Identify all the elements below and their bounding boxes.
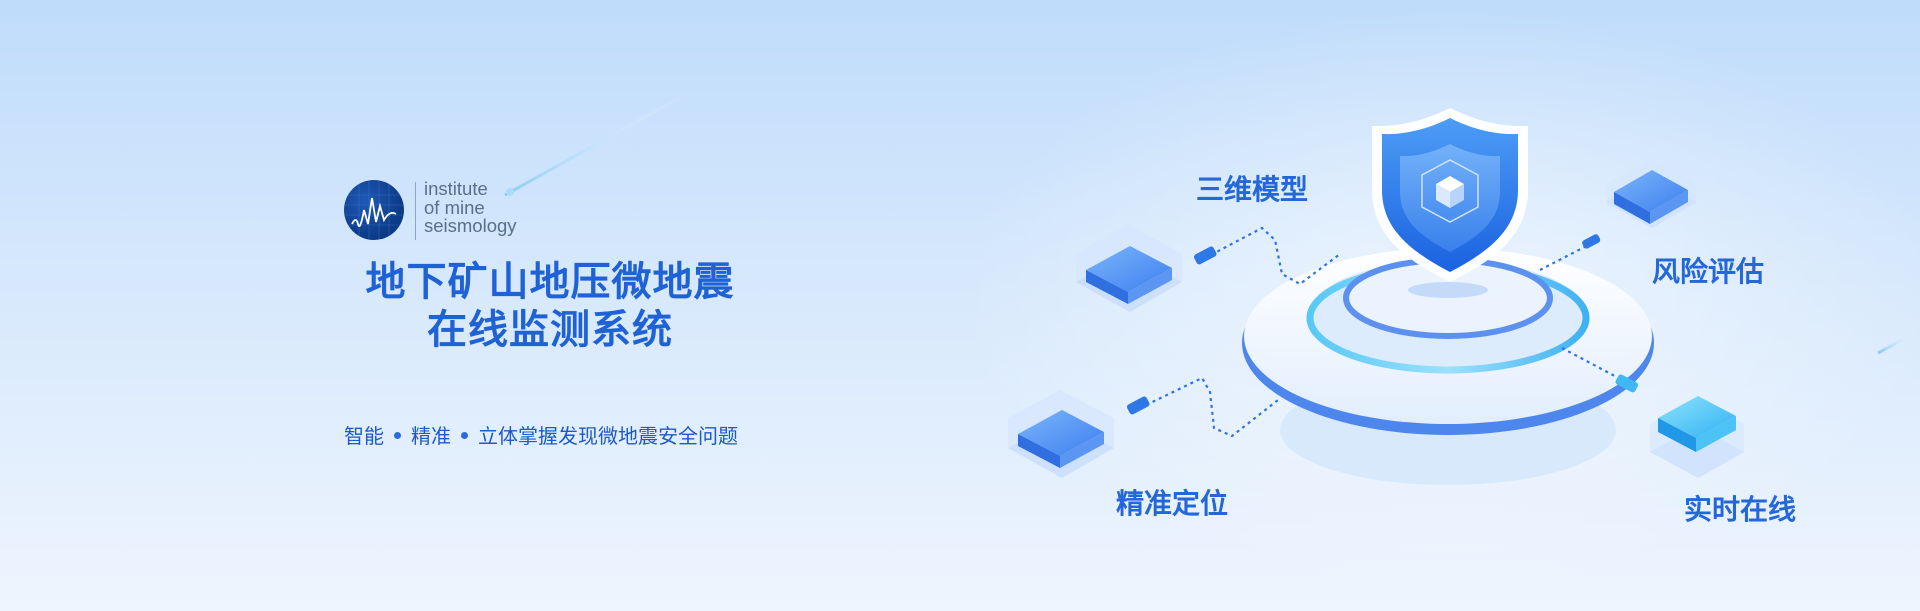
tagline-part-3: 立体掌握发现微地震安全问题 bbox=[478, 424, 738, 448]
page-title: 地下矿山地压微地震 在线监测系统 bbox=[330, 258, 770, 354]
streak-left-head bbox=[506, 188, 514, 196]
streak-left bbox=[504, 90, 691, 197]
connector-plugs bbox=[1126, 234, 1639, 415]
cube-icon bbox=[1421, 159, 1479, 223]
ims-logo: institute of mine seismology bbox=[344, 178, 544, 242]
title-line-2: 在线监测系统 bbox=[427, 307, 673, 353]
feature-label-realtime-online: 实时在线 bbox=[1684, 493, 1797, 526]
feature-label-precise-location: 精准定位 bbox=[1116, 487, 1229, 520]
logo-divider bbox=[415, 182, 416, 240]
logo-line-2: of mine bbox=[424, 196, 485, 218]
ims-seismograph-logo-icon bbox=[344, 180, 404, 240]
tagline-part-2: 精准 bbox=[411, 424, 451, 448]
feature-label-3d-model: 三维模型 bbox=[1196, 173, 1309, 206]
logo-line-1: institute bbox=[424, 178, 488, 199]
feature-label-risk-assessment: 风险评估 bbox=[1652, 255, 1765, 288]
bullet-dot bbox=[461, 432, 468, 439]
streak-right bbox=[1877, 328, 1920, 355]
tagline-part-1: 智能 bbox=[344, 424, 384, 448]
title-line-1: 地下矿山地压微地震 bbox=[365, 259, 735, 305]
logo-wordmark: institute of mine seismology bbox=[424, 178, 517, 236]
bullet-dot bbox=[394, 432, 401, 439]
logo-line-3: seismology bbox=[424, 215, 517, 236]
tagline: 智能 精准 立体掌握发现微地震安全问题 bbox=[344, 420, 738, 449]
isometric-block-icon bbox=[1008, 160, 1744, 478]
platform-disc bbox=[1242, 248, 1654, 435]
connector-lines bbox=[1139, 226, 1627, 438]
